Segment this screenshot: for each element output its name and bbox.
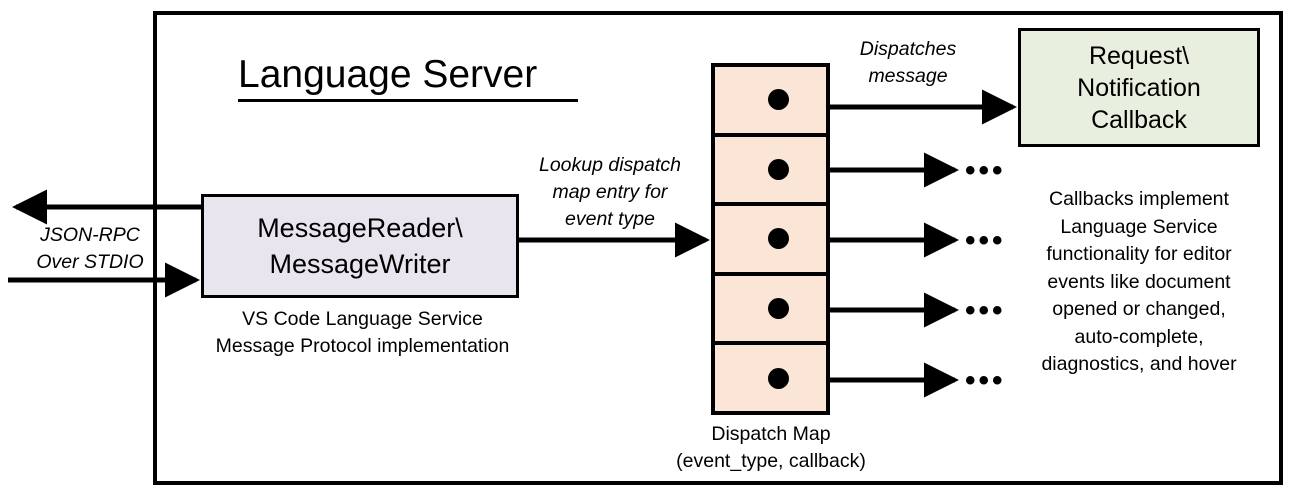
callback-dot-icon	[767, 298, 789, 320]
callback-line-1: Request\	[1088, 41, 1190, 70]
dispatches-line-1: Dispatches	[859, 38, 957, 60]
jsonrpc-line-1: JSON-RPC	[40, 224, 140, 246]
callback-line-2: Notification	[1077, 73, 1201, 102]
lookup-line-2: map entry for	[552, 181, 668, 203]
dispatch-map-row[interactable]	[715, 206, 826, 276]
ellipsis-row-5: •••	[965, 364, 1006, 397]
ellipsis-row-4: •••	[965, 294, 1006, 327]
callback-desc-line: auto-complete,	[1074, 325, 1204, 348]
dispatch-map-caption: Dispatch Map (event_type, callback)	[650, 421, 892, 475]
page-title: Language Server	[238, 52, 578, 102]
message-rw-line-1: MessageReader\	[257, 213, 463, 243]
edge-label-jsonrpc: JSON-RPC Over STDIO	[20, 222, 160, 276]
dispatch-map-row[interactable]	[715, 137, 826, 207]
ellipsis-row-3: •••	[965, 224, 1006, 257]
request-notification-callback-box[interactable]: Request\ Notification Callback	[1018, 28, 1260, 147]
language-server-frame	[153, 11, 1283, 485]
callback-line-3: Callback	[1091, 105, 1187, 134]
callback-desc-line: functionality for editor	[1046, 243, 1232, 265]
callback-dot-icon	[767, 158, 789, 180]
dispatch-map-table[interactable]	[711, 63, 830, 415]
callback-description: Callbacks implement Language Service fun…	[1010, 186, 1268, 379]
message-reader-writer-caption: VS Code Language Service Message Protoco…	[190, 306, 535, 360]
lookup-line-3: event type	[565, 208, 655, 230]
message-reader-writer-box[interactable]: MessageReader\ MessageWriter	[201, 194, 519, 298]
callback-desc-line: opened or changed,	[1052, 298, 1226, 320]
callback-desc-line: Callbacks implement	[1049, 188, 1229, 210]
dispatch-map-row[interactable]	[715, 276, 826, 346]
callback-dot-icon	[767, 367, 789, 389]
lookup-line-1: Lookup dispatch	[538, 154, 682, 176]
message-rw-caption-line-2: Message Protocol implementation	[215, 335, 510, 357]
callback-desc-line: events like document	[1047, 270, 1231, 293]
callback-desc-line: diagnostics, and hover	[1041, 353, 1237, 375]
dispatch-map-row[interactable]	[715, 345, 826, 411]
dispatches-line-2: message	[868, 65, 948, 87]
edge-label-dispatches-message: Dispatches message	[833, 36, 983, 90]
dispatch-map-caption-line-1: Dispatch Map	[711, 423, 831, 445]
callback-desc-line: Language Service	[1060, 215, 1218, 238]
edge-label-lookup-dispatch: Lookup dispatch map entry for event type	[515, 152, 705, 233]
dispatch-map-caption-line-2: (event_type, callback)	[676, 450, 866, 472]
message-rw-line-2: MessageWriter	[269, 249, 451, 279]
ellipsis-row-2: •••	[965, 154, 1006, 187]
callback-dot-icon	[767, 228, 789, 250]
dispatch-map-row[interactable]	[715, 67, 826, 137]
callback-dot-icon	[767, 89, 789, 111]
jsonrpc-line-2: Over STDIO	[36, 251, 144, 273]
message-rw-caption-line-1: VS Code Language Service	[242, 308, 483, 330]
